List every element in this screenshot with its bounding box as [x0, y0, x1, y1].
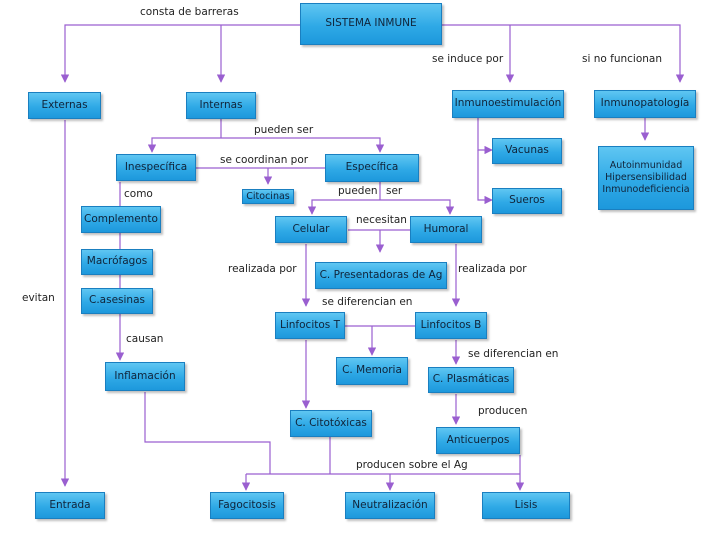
node-plasmaticas: C. Plasmáticas	[428, 367, 514, 393]
node-linfocitos-t: Linfocitos T	[275, 312, 345, 339]
node-citocinas: Citocinas	[242, 189, 294, 204]
node-vacunas: Vacunas	[492, 138, 562, 164]
node-celular: Celular	[275, 216, 347, 243]
label-se-diferencian-en-1: se diferencian en	[322, 296, 413, 308]
label-se-coordinan-por: se coordinan por	[220, 154, 309, 166]
node-inmunopatologia: Inmunopatología	[594, 90, 696, 118]
label-necesitan: necesitan	[356, 214, 407, 226]
label-se-diferencian-en-2: se diferencian en	[468, 348, 559, 360]
node-hipersensibilidad: Hipersensibilidad	[605, 172, 687, 184]
node-lisis: Lisis	[482, 492, 570, 519]
label-evitan: evitan	[22, 292, 55, 304]
node-complemento: Complemento	[81, 206, 161, 233]
label-se-induce-por: se induce por	[432, 53, 504, 65]
node-macrofagos: Macrófagos	[81, 249, 153, 275]
label-realizada-por-left: realizada por	[228, 263, 297, 275]
node-anticuerpos: Anticuerpos	[436, 427, 520, 454]
node-inmunopatologia-list: Autoinmunidad Hipersensibilidad Inmunode…	[598, 146, 694, 210]
node-externas: Externas	[28, 92, 101, 119]
node-fagocitosis: Fagocitosis	[210, 492, 284, 519]
node-inmunoestimulacion: Inmunoestimulación	[452, 90, 564, 118]
node-linfocitos-b: Linfocitos B	[415, 312, 487, 339]
label-si-no-funcionan: si no funcionan	[582, 53, 663, 65]
node-humoral: Humoral	[410, 216, 482, 243]
label-como: como	[124, 188, 153, 200]
label-producen: producen	[478, 405, 528, 417]
node-c-asesinas: C.asesinas	[81, 288, 153, 314]
node-inmunodeficiencia: Inmunodeficiencia	[602, 183, 690, 195]
node-autoinmunidad: Autoinmunidad	[609, 160, 683, 172]
node-internas: Internas	[186, 92, 256, 119]
node-entrada: Entrada	[35, 492, 105, 519]
label-pueden: pueden	[338, 185, 378, 197]
label-producen-sobre-el-ag: producen sobre el Ag	[356, 459, 468, 471]
label-realizada-por-right: realizada por	[458, 263, 527, 275]
label-consta-de-barreras: consta de barreras	[140, 6, 239, 18]
node-neutralizacion: Neutralización	[345, 492, 435, 519]
node-memoria: C. Memoria	[336, 357, 408, 385]
node-especifica: Específica	[325, 154, 419, 182]
node-presentadoras: C. Presentadoras de Ag	[315, 262, 447, 289]
label-ser: ser	[386, 185, 403, 197]
node-inespecifica: Inespecífica	[116, 154, 196, 181]
node-citotoxicas: C. Citotóxicas	[290, 410, 372, 437]
node-inflamacion: Inflamación	[105, 362, 185, 391]
node-sistema-inmune: SISTEMA INMUNE	[300, 3, 442, 45]
node-sueros: Sueros	[492, 188, 562, 214]
label-pueden-ser: pueden ser	[254, 124, 314, 136]
label-causan: causan	[126, 333, 164, 345]
